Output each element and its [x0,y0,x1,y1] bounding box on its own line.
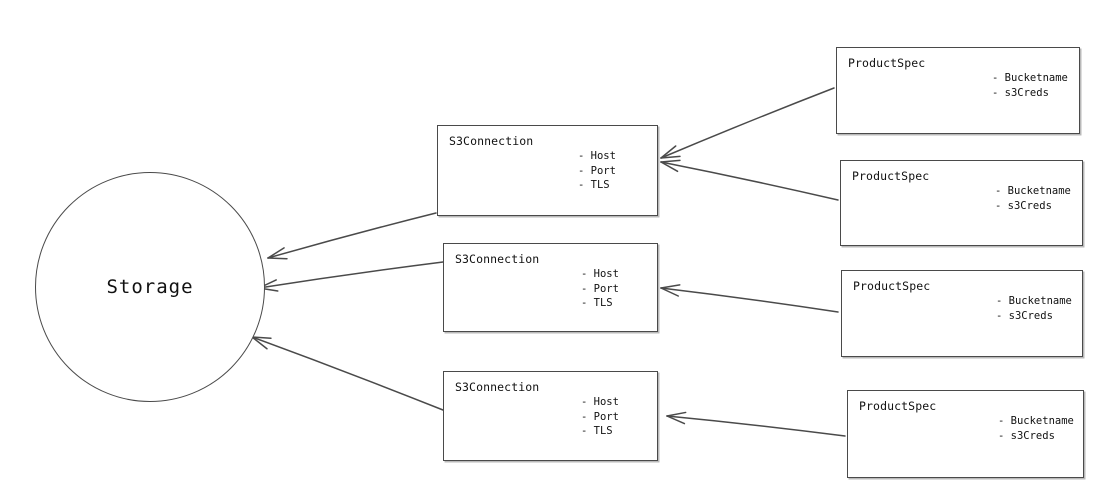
spec-field: - Bucketname [996,295,1072,307]
spec-field-list: - Bucketname - s3Creds [995,184,1071,213]
arrow-spec-3-to-connection-2 [660,284,839,313]
arrow-spec-1-to-connection-1 [660,87,835,159]
storage-node[interactable]: Storage [35,172,265,402]
connection-field: - TLS [578,179,610,191]
connection-title: S3Connection [455,252,540,266]
connection-title: S3Connection [455,380,540,394]
connection-field: - Host [581,396,619,408]
connection-field: - TLS [581,297,613,309]
connection-title: S3Connection [449,134,534,148]
spec-field: - s3Creds [998,429,1055,442]
spec-field: - s3Creds [992,86,1049,99]
arrow-connection-2-to-storage [258,261,444,292]
spec-box[interactable]: ProductSpec - Bucketname - s3Creds [847,390,1084,478]
spec-field-list: - Bucketname - s3Creds [998,414,1074,443]
connection-field: - Host [578,150,616,162]
connection-field-list: - Host - Port - TLS [581,395,619,439]
spec-title: ProductSpec [852,169,930,183]
connection-box[interactable]: S3Connection - Host - Port - TLS [443,243,658,332]
arrow-spec-4-to-connection-3 [666,411,846,437]
spec-title: ProductSpec [848,56,926,70]
spec-field: - Bucketname [998,415,1074,427]
spec-field: - s3Creds [995,199,1052,212]
arrow-connection-3-to-storage [251,336,444,411]
connection-box[interactable]: S3Connection - Host - Port - TLS [437,125,658,216]
connection-field: - Port [581,282,619,295]
connection-box[interactable]: S3Connection - Host - Port - TLS [443,371,658,461]
arrow-spec-2-to-connection-1 [660,159,839,201]
connection-field: - Host [581,268,619,280]
spec-field-list: - Bucketname - s3Creds [996,294,1072,323]
spec-title: ProductSpec [859,399,937,413]
spec-field-list: - Bucketname - s3Creds [992,71,1068,100]
arrow-connection-1-to-storage [267,212,437,260]
spec-field: - Bucketname [992,72,1068,84]
connection-field-list: - Host - Port - TLS [581,267,619,311]
spec-title: ProductSpec [853,279,931,293]
spec-field: - s3Creds [996,309,1053,322]
spec-box[interactable]: ProductSpec - Bucketname - s3Creds [841,270,1083,357]
spec-box[interactable]: ProductSpec - Bucketname - s3Creds [836,47,1080,134]
storage-label: Storage [106,276,194,298]
connection-field: - Port [578,164,616,177]
connection-field-list: - Host - Port - TLS [578,149,616,193]
spec-box[interactable]: ProductSpec - Bucketname - s3Creds [840,160,1083,246]
spec-field: - Bucketname [995,185,1071,197]
connection-field: - TLS [581,425,613,437]
connection-field: - Port [581,410,619,423]
